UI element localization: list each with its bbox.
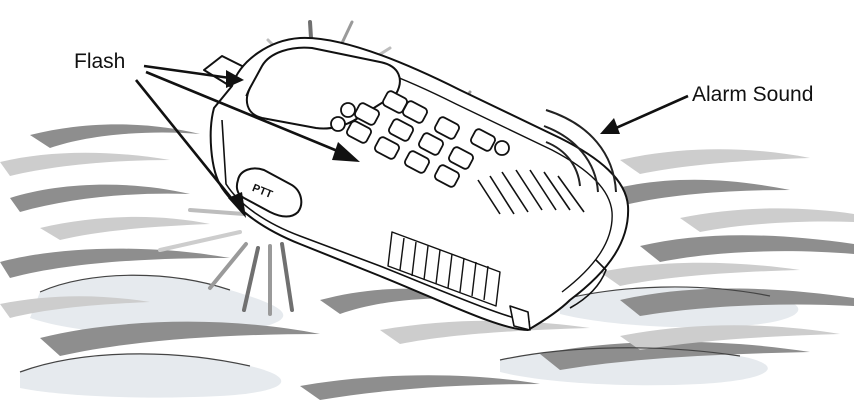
wave-light-5 (680, 208, 854, 232)
wave-light-4 (620, 149, 810, 174)
wave-dark-7 (640, 235, 854, 262)
wave-dark-3 (0, 249, 230, 278)
alarm-arrow (616, 96, 688, 128)
wave-pale-2 (20, 354, 281, 398)
wave-dark-2 (10, 185, 190, 212)
alarm-sound-label: Alarm Sound (692, 84, 813, 105)
two-way-radio-icon (204, 38, 628, 330)
wave-light-6 (600, 263, 800, 286)
wave-light-7 (380, 321, 590, 344)
wave-dark-10 (300, 375, 540, 400)
wave-light-2 (40, 217, 210, 240)
wave-light-1 (0, 153, 170, 176)
flash-label: Flash (74, 51, 125, 72)
